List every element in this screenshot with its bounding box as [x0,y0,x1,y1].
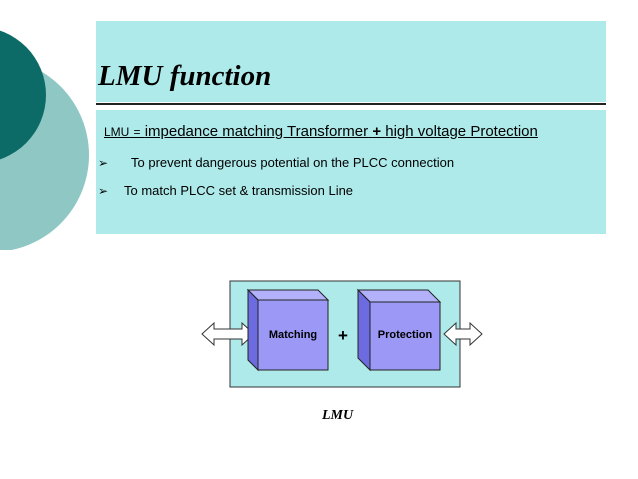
title-band [96,21,606,102]
bullet-text: To match PLCC set & transmission Line [124,183,354,198]
diagram-plus: + [338,326,348,345]
slide-title: LMU function [98,60,272,92]
matching-box: Matching [246,288,330,372]
decorative-circles [0,30,89,250]
lead-part2: high voltage Protection [385,123,538,140]
bullet-arrow-icon: ➢ [98,156,109,170]
protection-box: Protection [356,288,442,372]
lmu-block-diagram: Matching Protection + [201,280,483,388]
lead-plus: + [372,123,382,140]
double-arrow-right-icon [443,321,483,347]
matching-label: Matching [269,329,317,341]
content-band [96,110,606,234]
bullet-arrow-icon: ➢ [98,184,109,198]
protection-label: Protection [378,329,433,341]
bullet-text: To prevent dangerous potential on the PL… [131,155,455,170]
double-arrow-left-icon [201,321,255,347]
bullet-item: ➢ To match PLCC set & transmission Line [98,183,353,198]
bullet-item: ➢ To prevent dangerous potential on the P… [98,155,454,170]
lead-line: LMU = impedance matching Transformer + h… [104,123,538,140]
title-divider [96,103,606,105]
lead-part1: impedance matching Transformer [144,123,369,140]
diagram-caption: LMU [322,408,354,423]
lead-equals: = [133,125,141,139]
lead-term: LMU [104,125,130,139]
